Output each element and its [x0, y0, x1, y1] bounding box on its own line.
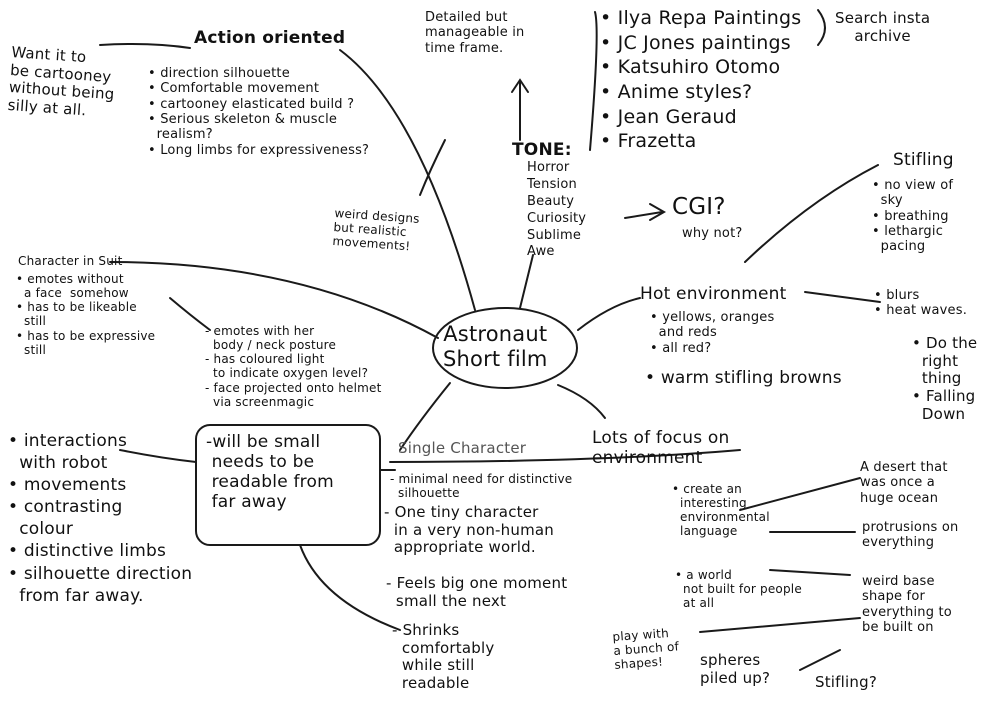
line-single-to-lots: [389, 449, 741, 463]
readable-box: [195, 424, 381, 546]
line-world-to-weird-base: [769, 569, 851, 576]
warm-browns-item: • warm stifling browns: [645, 368, 842, 388]
line-to-weird-designs: [419, 139, 446, 196]
line-hot-to-blurs: [804, 291, 881, 303]
action-oriented-list: • direction silhouette • Comfortable mov…: [148, 66, 370, 158]
protrusions-note: protrusions on everything: [862, 520, 959, 551]
weird-designs-note: weird designs but realistic movements!: [332, 206, 421, 254]
character-in-suit-list: • emotes without a face somehow • has to…: [16, 272, 156, 357]
cartoon-note: Want it to be cartooney without being si…: [7, 43, 116, 120]
center-ellipse: [432, 307, 578, 389]
reference-list: • Ilya Repa Paintings • JC Jones paintin…: [600, 7, 802, 153]
arrowhead-detailed: [511, 78, 529, 93]
lots-of-focus-title: Lots of focus on environment: [592, 428, 730, 469]
line-center-to-single: [399, 382, 451, 451]
line-create-to-desert: [739, 477, 861, 511]
line-suit-to-emotes: [169, 297, 211, 331]
environmental-language-item: • create an interesting environmental la…: [672, 482, 770, 539]
weird-base-note: weird base shape for everything to be bu…: [862, 574, 952, 635]
stifling-list: • no view of sky • breathing • lethargic…: [872, 178, 954, 255]
why-not-note: why not?: [682, 226, 743, 241]
hot-environment-list: • yellows, oranges and reds • all red?: [650, 310, 775, 356]
shrinks-note: - Shrinks comfortably while still readab…: [392, 621, 495, 693]
arrowhead-cgi: [649, 203, 667, 221]
stifling-title: Stifling: [893, 150, 954, 170]
tone-title: TONE:: [512, 140, 572, 160]
minimal-silhouette-note: - minimal need for distinctive silhouett…: [390, 472, 573, 501]
line-center-to-lots: [557, 384, 606, 419]
line-tone-to-refs: [589, 11, 598, 151]
arrow-to-cgi: [624, 211, 663, 219]
stifling-question: Stifling?: [815, 673, 877, 691]
desert-note: A desert that was once a huge ocean: [860, 460, 948, 506]
line-action-to-cartoon: [99, 43, 191, 49]
cgi-question: CGI?: [672, 194, 726, 220]
do-right-thing-list: • Do the right thing • Falling Down: [912, 334, 978, 423]
line-spheres-to-weird-base: [799, 649, 841, 671]
feels-big-note: - Feels big one moment small the next: [386, 574, 568, 610]
line-box-to-shrinks: [299, 544, 401, 631]
world-not-for-people-item: • a world not built for people at all: [675, 568, 802, 611]
tiny-character-note: - One tiny character in a very non-human…: [384, 503, 554, 557]
line-suit-to-center: [109, 261, 439, 339]
detailed-note: Detailed but manageable in time frame.: [425, 10, 525, 56]
center-node-label: Astronaut Short film: [443, 322, 548, 371]
line-play-to-weird-base: [699, 617, 861, 633]
line-left-list-to-box: [119, 449, 197, 463]
blurs-list: • blurs • heat waves.: [874, 288, 968, 319]
readable-box-text: -will be small needs to be readable from…: [206, 432, 334, 513]
line-center-to-hot: [577, 297, 641, 331]
line-tone-to-center: [519, 254, 534, 309]
line-hot-to-stifling: [744, 164, 879, 263]
character-in-suit-title: Character in Suit: [18, 254, 123, 268]
brace-search: [817, 9, 826, 46]
single-character-title: Single Character: [398, 439, 527, 457]
search-archive-note: Search insta archive: [835, 9, 931, 45]
spheres-piled-note: spheres piled up?: [700, 651, 771, 687]
tone-words: Horror Tension Beauty Curiosity Sublime …: [527, 160, 587, 260]
action-oriented-title: Action oriented: [194, 28, 346, 48]
left-design-list: • interactions with robot • movements • …: [8, 431, 193, 606]
hot-environment-title: Hot environment: [640, 284, 787, 304]
line-action-to-center: [339, 49, 476, 311]
emotes-list: - emotes with her body / neck posture - …: [205, 324, 382, 409]
play-with-shapes-note: play with a bunch of shapes!: [612, 626, 680, 673]
